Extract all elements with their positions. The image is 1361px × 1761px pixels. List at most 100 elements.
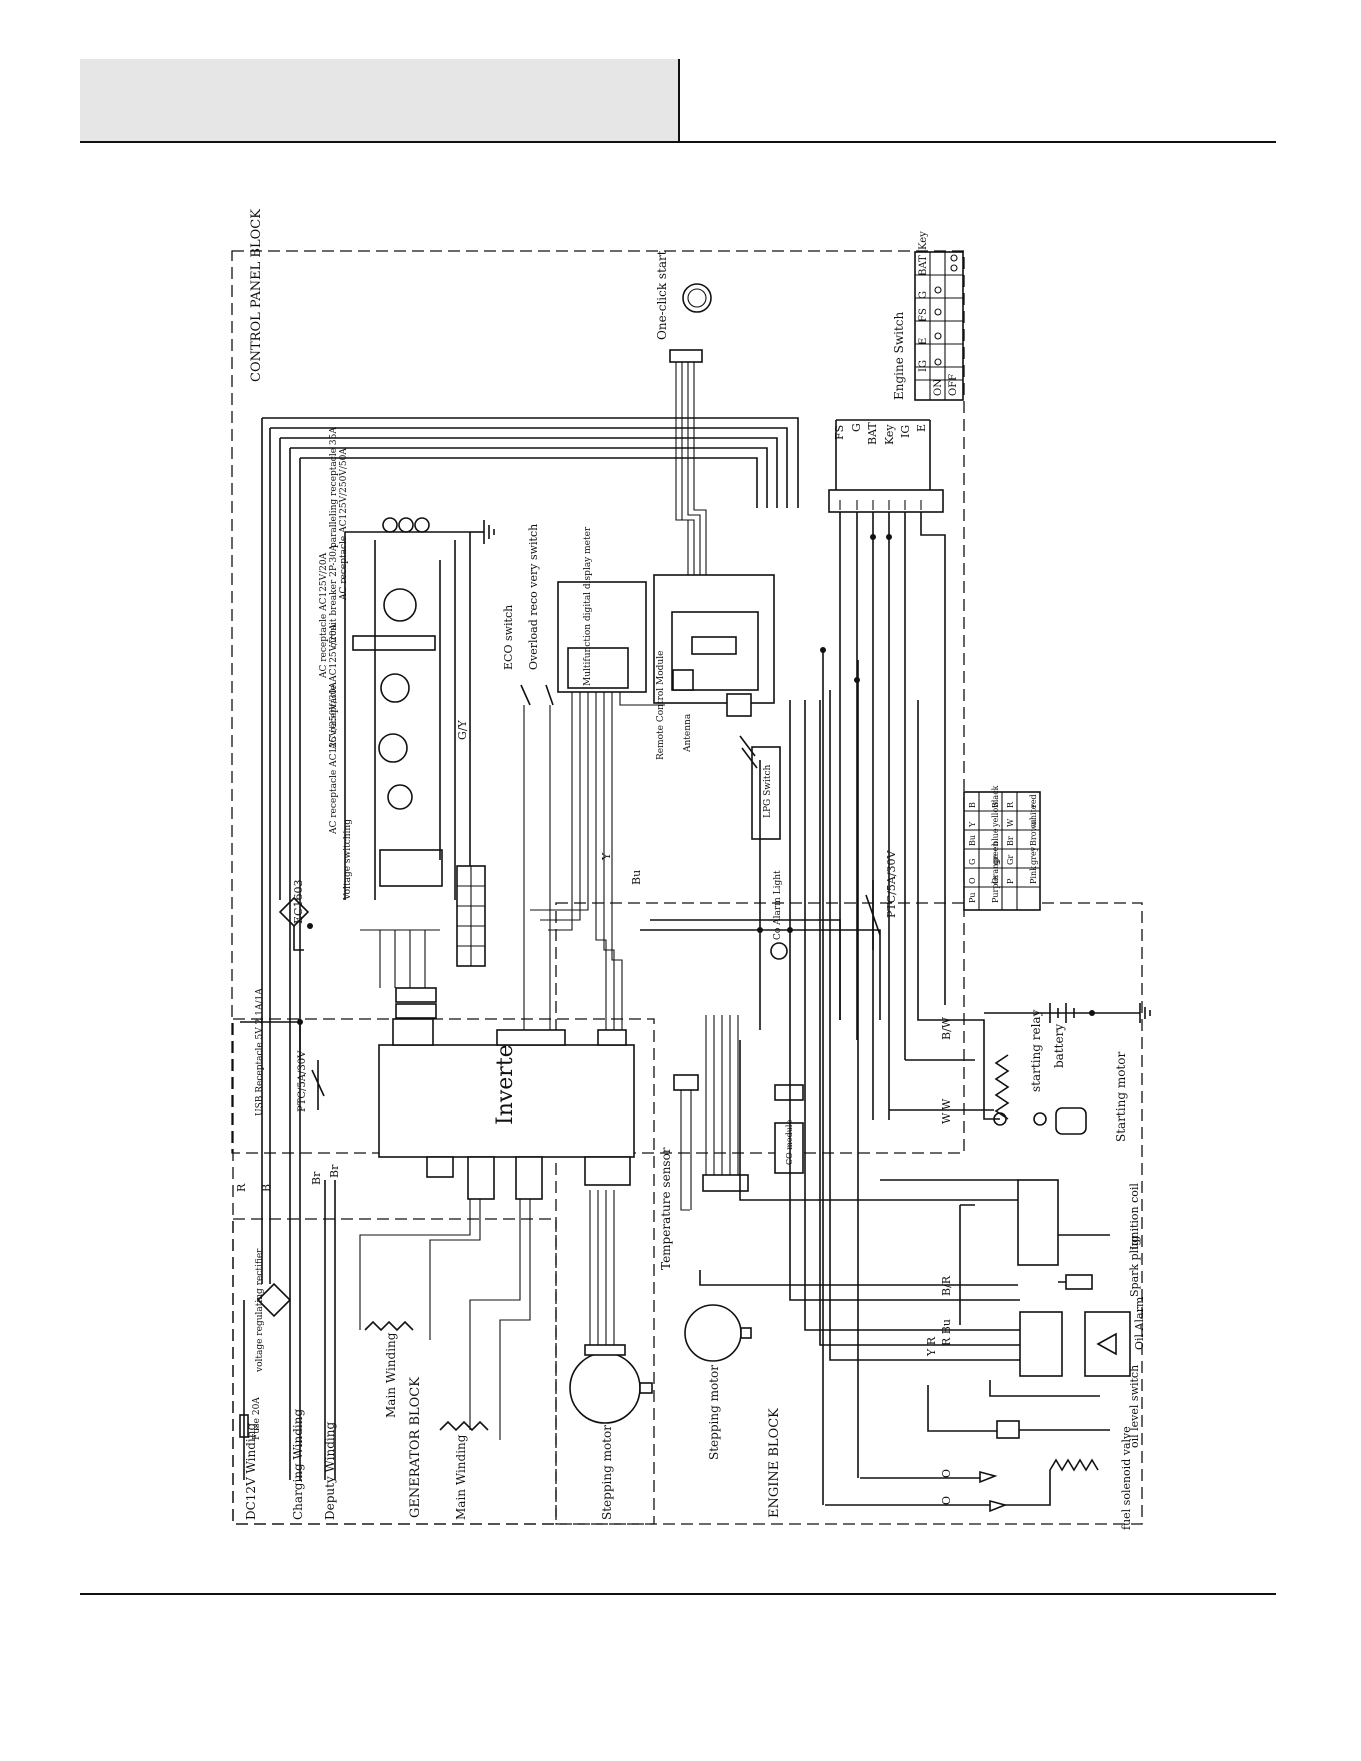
oil-level-switch-label: oil level switch: [1128, 1365, 1141, 1448]
fuse-label: Fuse 20A: [252, 1397, 262, 1440]
svg-text:O: O: [940, 1469, 953, 1478]
svg-text:B/W: B/W: [940, 1016, 953, 1040]
one-click-start-label: One-click start: [655, 250, 669, 340]
svg-text:Bu: Bu: [630, 870, 643, 885]
usb-receptacle-label: USB Receptacle 5V 2.1A/1A: [255, 988, 265, 1116]
eco-overload-wires: [523, 705, 551, 1030]
inverter-connector-top-3: [597, 1029, 627, 1046]
stepping-motor-2-connector: [702, 1174, 749, 1192]
svg-text:FS: FS: [833, 425, 846, 440]
main-winding-1-label: Main Winding: [384, 1332, 398, 1418]
remote-connector-3: [672, 669, 694, 691]
generator-block-title: GENERATOR BLOCK: [408, 1377, 423, 1518]
engine-block-title: ENGINE BLOCK: [767, 1408, 782, 1518]
dc12v-winding-label: DC12V Winding: [244, 1423, 258, 1520]
relay-contact-2: [1033, 1112, 1047, 1126]
gy-label: G/Y: [456, 720, 469, 740]
es-header-e: E: [918, 338, 929, 345]
stepping-motor-1: [569, 1352, 641, 1424]
connector-block-1: [395, 987, 437, 1003]
co-alarm-light: [770, 942, 788, 960]
charging-winding-label: Charging Winding: [291, 1409, 305, 1520]
engine-block-outline: [555, 902, 1143, 1525]
co-module: [774, 1122, 804, 1174]
battery-label: battery: [1052, 1024, 1066, 1068]
stepping-motor-2-wires: [705, 1015, 739, 1175]
es-header-bat: BAT: [918, 255, 929, 276]
oil-alarm-connector: [1019, 1311, 1063, 1377]
svg-text:IG: IG: [899, 425, 912, 438]
stepping-motor-1-shaft: [639, 1382, 653, 1394]
oil-alarm-module: [1084, 1311, 1131, 1377]
legend-cell: O: [968, 877, 977, 884]
engine-switch-terminals: FS G BAT Key IG E: [828, 419, 946, 1120]
legend-cell: grey: [1029, 846, 1038, 865]
temperature-sensor-label: Temperature sensor: [659, 1147, 673, 1270]
svg-text:Key: Key: [883, 424, 896, 445]
receptacle-to-inverter-wires: [360, 929, 440, 988]
inverter-connector-bottom-4: [584, 1156, 631, 1186]
ignition-coil-label: Ignition coil: [1128, 1183, 1141, 1250]
eco-overload-switch-contacts: [520, 684, 554, 706]
svg-text:W: W: [940, 1098, 953, 1110]
starting-relay-label: starting relay: [1029, 1009, 1043, 1092]
one-click-start-connector: [669, 349, 703, 363]
stepping-motor-2-label: Stepping motor: [707, 1365, 721, 1460]
fuel-solenoid-coil: [1049, 1458, 1099, 1472]
voltage-rectifier-label: voltage regulating rectifier: [255, 1248, 265, 1373]
header-band: [80, 59, 678, 141]
rectifier-ground-wire: [293, 926, 304, 951]
fuel-solenoid-diodes: [979, 1470, 1008, 1513]
remote-connector-2: [726, 693, 752, 717]
legend-cell: P: [1006, 878, 1015, 884]
legend-cell: Orange: [991, 854, 1000, 884]
stepping-motor-1-label: Stepping motor: [600, 1425, 614, 1520]
spark-plug-label: Spark plug: [1128, 1236, 1141, 1297]
lpg-switch: [751, 746, 781, 840]
inverter-connector-top-2: [496, 1029, 566, 1046]
connector-block-2: [395, 1003, 437, 1019]
legend-cell: R: [1006, 801, 1015, 808]
stepping-motor-1-wires: [589, 1190, 615, 1345]
ac-receptacles: [344, 517, 471, 900]
inverter-label: Inverter: [493, 1033, 518, 1125]
remote-connector-1: [691, 636, 737, 655]
svg-text:O: O: [940, 1496, 953, 1505]
es-header-fs: FS: [918, 308, 929, 322]
main-winding-2-label: Main Winding: [454, 1434, 468, 1520]
legend-cell: B: [968, 802, 977, 808]
legend-cell: yellow: [991, 801, 1000, 828]
header-divider: [678, 59, 680, 143]
legend-cell: blue: [991, 828, 1000, 846]
receptacle-label-6: paralleling receptacle 35A: [329, 427, 339, 548]
legend-cell: Purple: [991, 876, 1000, 903]
co-module-connector: [774, 1084, 804, 1101]
es-row-off: OFF: [948, 374, 959, 396]
svg-text:Br: Br: [310, 1171, 323, 1185]
control-panel-block-title: CONTROL PANEL BLOCK: [249, 209, 264, 382]
svg-text:E: E: [915, 424, 928, 432]
one-click-start-button: [682, 283, 712, 313]
inverter-connector-bottom-3: [515, 1156, 543, 1200]
receptacle-label-2: AC receptacle AC125V/20A: [329, 623, 339, 750]
ptc-panel-element: [865, 880, 881, 950]
svg-text:G: G: [850, 423, 863, 432]
receptacle-label-1: AC receptacle AC125V/250V/30A: [329, 682, 339, 835]
engine-switch-label: Engine Switch: [892, 311, 906, 400]
fuel-solenoid-wires: [825, 1470, 1051, 1506]
legend-cell: Black: [991, 785, 1000, 808]
wire-color-labels: B/W W W B/R R Bu Y R O O R B Br Br Bu Y: [235, 852, 953, 1505]
legend-cell: Brown: [1029, 819, 1038, 846]
inverter-connector-bottom-2: [467, 1156, 495, 1200]
legend-cell: W: [1006, 818, 1015, 827]
svg-text:B: B: [260, 1184, 273, 1192]
receptacle-ground: [483, 520, 495, 544]
receptacle-label-3: AC receptacle AC125V/20A: [319, 552, 329, 679]
main-winding-1-coil: [364, 1320, 414, 1332]
svg-text:R Bu: R Bu: [940, 1319, 953, 1346]
battery-ground: [984, 1003, 1151, 1023]
svg-text:BAT: BAT: [866, 422, 879, 445]
inverter-connector-top-1: [392, 1018, 434, 1046]
ptc-panel-label: PTC/5A/30V: [885, 849, 898, 918]
